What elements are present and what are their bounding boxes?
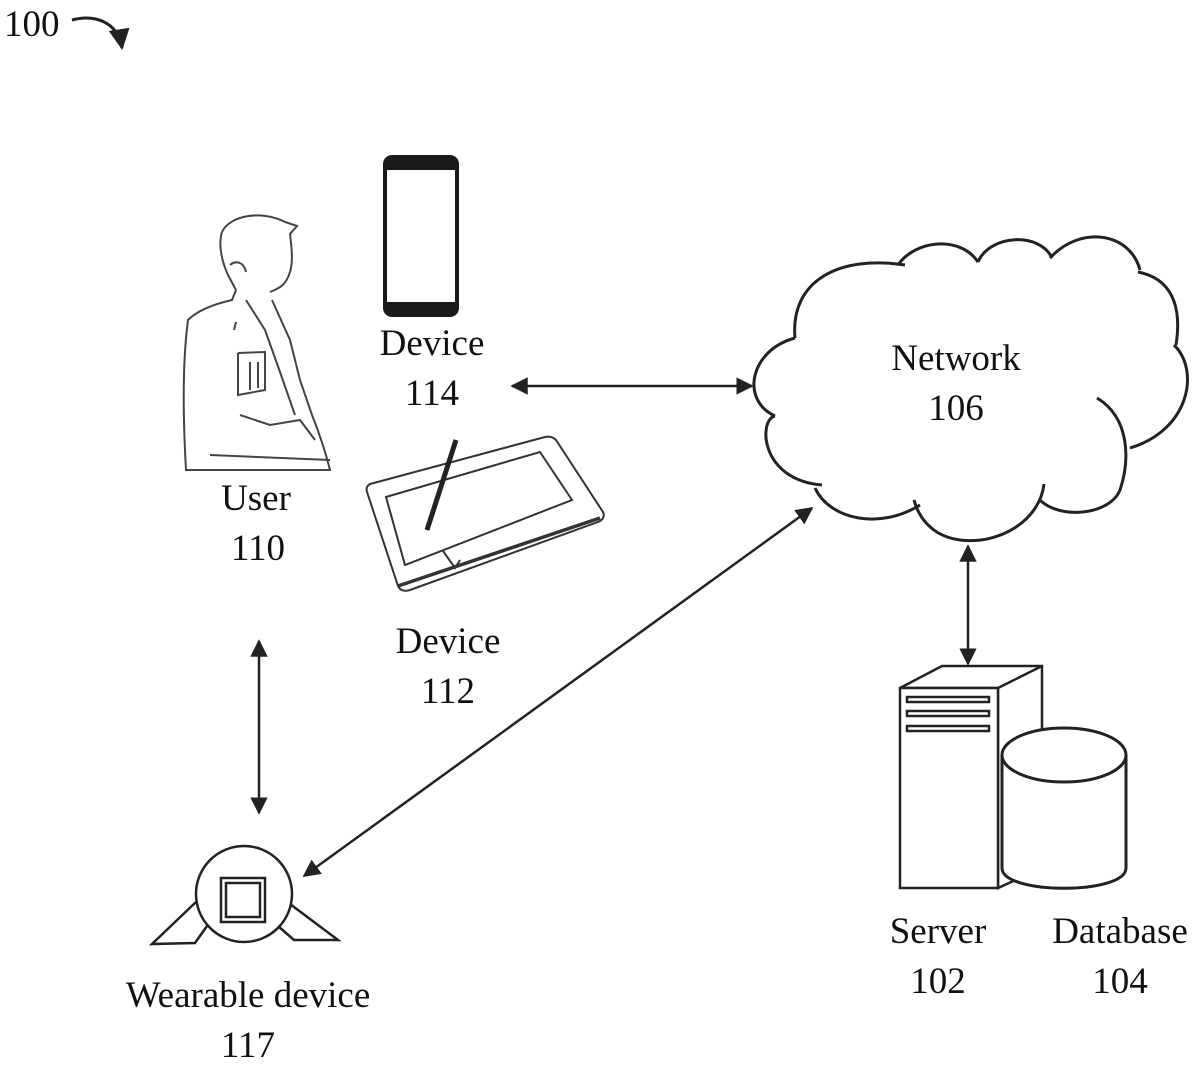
user-name-label: User: [221, 478, 291, 519]
connection-network-wearable: [304, 508, 812, 876]
server-number-label: 102: [910, 961, 966, 1002]
device-112-number-label: 112: [421, 671, 475, 712]
person-icon: [184, 215, 330, 470]
server-name-label: Server: [890, 911, 987, 952]
network-name-label: Network: [891, 338, 1021, 379]
device-114-name-label: Device: [380, 323, 485, 364]
database-number-label: 104: [1092, 961, 1148, 1002]
wearable-number-label: 117: [221, 1025, 275, 1066]
figure-ref-label: 100: [4, 4, 60, 45]
network-number-label: 106: [928, 388, 984, 429]
figure-ref-arrow-icon: [72, 18, 122, 48]
device-114-number-label: 114: [405, 373, 459, 414]
device-112-name-label: Device: [396, 621, 501, 662]
wearable-name-label: Wearable device: [126, 975, 371, 1016]
smartphone-icon: [383, 155, 459, 317]
database-cylinder-icon: [1002, 728, 1126, 888]
user-number-label: 110: [231, 528, 285, 569]
database-name-label: Database: [1052, 911, 1188, 952]
tablet-stylus-icon: [367, 437, 604, 591]
wearable-device-icon: [152, 846, 338, 944]
